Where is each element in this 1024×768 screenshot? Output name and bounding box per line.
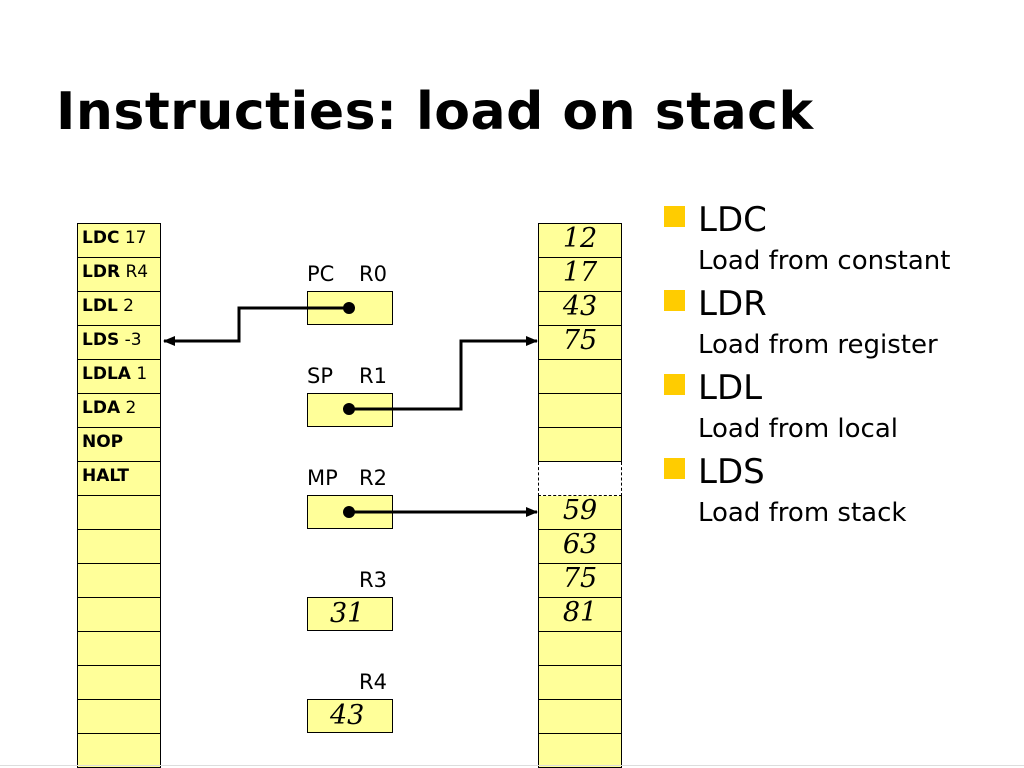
instruction-description: Load from stack <box>698 498 907 528</box>
stack-cell <box>538 428 622 462</box>
instruction-item: LDR Load from register <box>664 282 950 364</box>
register-box: 31 <box>307 597 393 631</box>
register-name: R3 <box>359 568 387 592</box>
program-cell: LDLA 1 <box>77 360 161 394</box>
opcode: LDLA <box>82 364 131 384</box>
instruction-mnemonic: LDS <box>698 452 765 492</box>
opcode: LDR <box>82 262 121 282</box>
operand: 17 <box>119 228 147 248</box>
register-box: 43 <box>307 699 393 733</box>
register-value: 43 <box>330 700 365 731</box>
instruction-description: Load from local <box>698 414 898 444</box>
bullet-square-icon <box>664 374 685 395</box>
bullet-square-icon <box>664 458 685 479</box>
program-cell: LDC 17 <box>77 224 161 258</box>
stack-cell: 75 <box>538 564 622 598</box>
stack-cell <box>538 632 622 666</box>
instruction-mnemonic-row: LDS <box>664 450 950 494</box>
register-alias: PC <box>307 262 335 286</box>
instruction-mnemonic-row: LDC <box>664 198 950 242</box>
footer-divider <box>0 765 1024 766</box>
opcode: LDA <box>82 398 121 418</box>
instruction-mnemonic: LDR <box>698 284 767 324</box>
stack-cell: 75 <box>538 326 622 360</box>
stack-cell <box>538 666 622 700</box>
opcode: LDL <box>82 296 118 316</box>
instruction-item: LDC Load from constant <box>664 198 950 280</box>
instruction-item: LDS Load from stack <box>664 450 950 532</box>
program-cell <box>77 700 161 734</box>
program-cell <box>77 632 161 666</box>
instruction-mnemonic-row: LDL <box>664 366 950 410</box>
opcode: HALT <box>82 466 129 486</box>
pc-arrow <box>163 302 355 346</box>
program-cell <box>77 496 161 530</box>
instruction-mnemonic: LDL <box>698 368 763 408</box>
register-alias: MP <box>307 466 338 490</box>
program-cell: NOP <box>77 428 161 462</box>
operand: 2 <box>117 296 135 316</box>
stack-cell: 12 <box>538 224 622 258</box>
stack-cell <box>538 360 622 394</box>
mp-arrow <box>343 506 538 518</box>
program-cell <box>77 564 161 598</box>
program-cell: HALT <box>77 462 161 496</box>
instruction-mnemonic-row: LDR <box>664 282 950 326</box>
operand: 2 <box>120 398 137 418</box>
program-cell <box>77 666 161 700</box>
opcode: NOP <box>82 432 124 452</box>
stack-cell: 17 <box>538 258 622 292</box>
program-cell: LDL 2 <box>77 292 161 326</box>
operand: R4 <box>120 262 149 282</box>
register-name: R4 <box>359 670 387 694</box>
opcode: LDC <box>82 228 120 248</box>
bullet-square-icon <box>664 290 685 311</box>
register-alias: SP <box>307 364 333 388</box>
stack-gap <box>538 462 622 496</box>
operand: -3 <box>119 330 142 350</box>
instruction-description: Load from constant <box>698 246 951 276</box>
register-name: R1 <box>359 364 387 388</box>
instruction-description: Load from register <box>698 330 938 360</box>
stack-cell: 59 <box>538 496 622 530</box>
register-name: R2 <box>359 466 387 490</box>
slide-title: Instructies: load on stack <box>56 82 814 142</box>
program-cell: LDS -3 <box>77 326 161 360</box>
opcode: LDS <box>82 330 120 350</box>
program-cell <box>77 530 161 564</box>
register-name: R0 <box>359 262 387 286</box>
bullet-square-icon <box>664 206 685 227</box>
instruction-mnemonic: LDC <box>698 200 767 240</box>
sp-arrow <box>343 336 538 415</box>
stack-cell: 81 <box>538 598 622 632</box>
program-cell <box>77 734 161 768</box>
instruction-item: LDL Load from local <box>664 366 950 448</box>
stack-cell <box>538 700 622 734</box>
stack-cell: 63 <box>538 530 622 564</box>
stack-cell: 43 <box>538 292 622 326</box>
stack-cell <box>538 394 622 428</box>
program-cell: LDR R4 <box>77 258 161 292</box>
program-cell: LDA 2 <box>77 394 161 428</box>
program-cell <box>77 598 161 632</box>
operand: 1 <box>130 364 148 384</box>
register-value: 31 <box>330 598 365 629</box>
